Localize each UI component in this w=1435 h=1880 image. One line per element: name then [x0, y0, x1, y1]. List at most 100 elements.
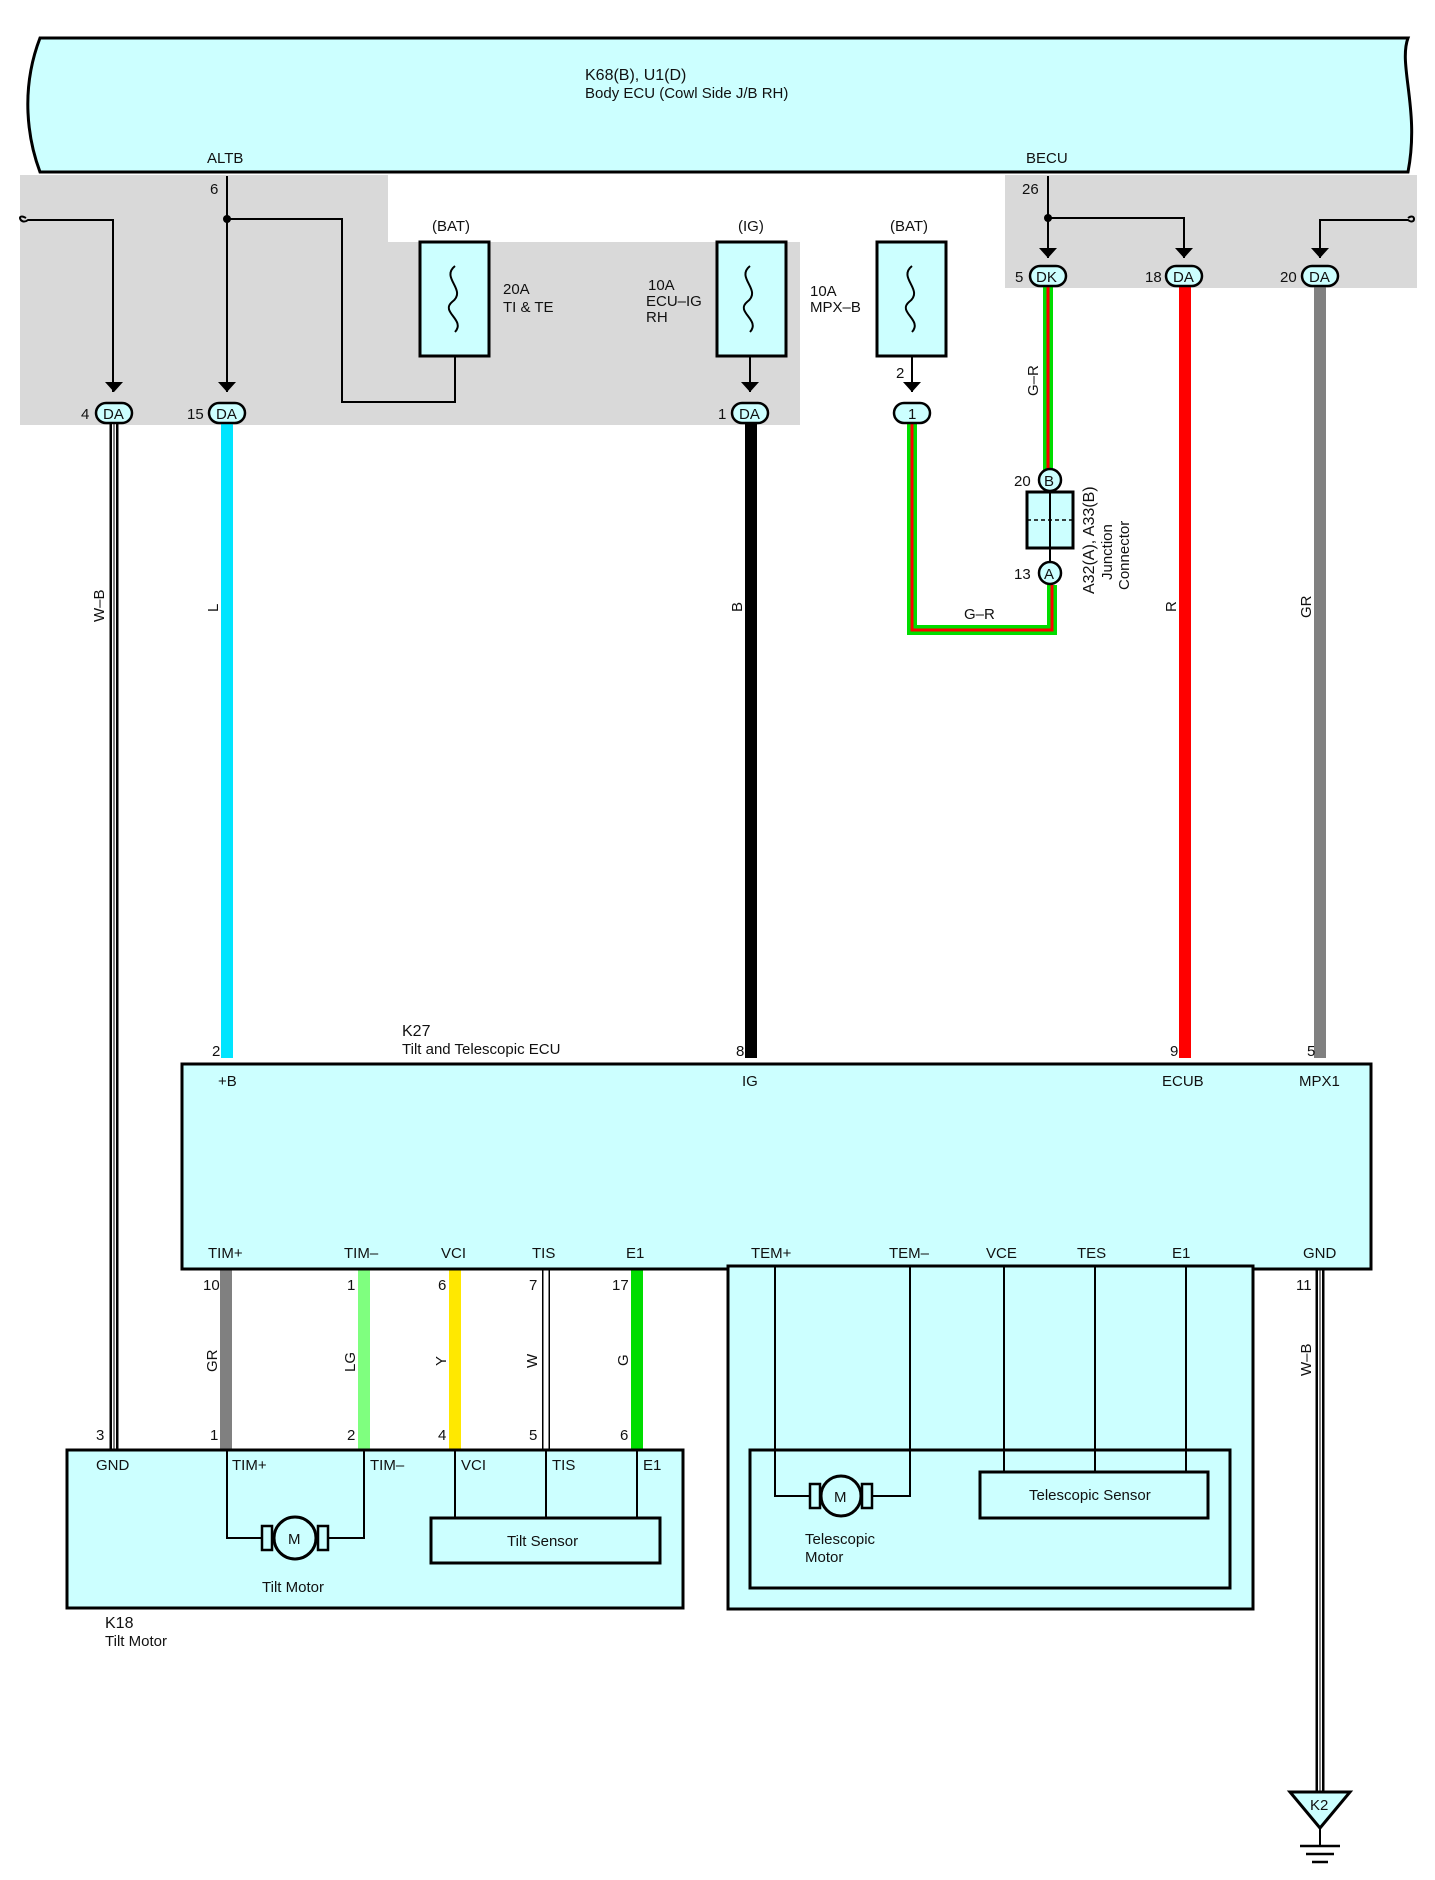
svg-text:1: 1 — [908, 406, 916, 423]
svg-text:M: M — [288, 1531, 301, 1548]
jb-internal-wiring — [19, 176, 1415, 403]
fuse-ecu-ig-name1: ECU–IG — [646, 293, 702, 310]
svg-text:TEM–: TEM– — [889, 1245, 930, 1262]
svg-text:IG: IG — [742, 1073, 758, 1090]
svg-text:13: 13 — [1014, 566, 1031, 583]
connectors: DA 4 DA 15 DA 1 1 DK 5 — [81, 248, 1340, 425]
svg-text:TIM+: TIM+ — [232, 1457, 267, 1474]
svg-text:4: 4 — [438, 1427, 446, 1444]
label-gr-bottom: G–R — [964, 606, 995, 623]
svg-text:8: 8 — [736, 1043, 744, 1060]
svg-text:TIS: TIS — [532, 1245, 555, 1262]
svg-text:6: 6 — [620, 1427, 628, 1444]
label-b: B — [729, 602, 746, 612]
connector-dk-5: DK 5 — [1015, 248, 1068, 288]
tilt-motor-inner-label: Tilt Motor — [262, 1579, 324, 1596]
svg-text:+B: +B — [218, 1073, 237, 1090]
body-ecu-code: K68(B), U1(D) — [585, 67, 686, 84]
tilt-motor-unit: 3 1 2 4 5 6 GND TIM+ TIM– VCI TIS E1 M T… — [65, 1427, 685, 1650]
fuse-mpx-b-header: (BAT) — [890, 218, 928, 235]
junction-name2: Connector — [1116, 521, 1133, 590]
label-y: Y — [433, 1356, 450, 1366]
telescopic-motor-icon: M — [808, 1474, 874, 1518]
svg-text:5: 5 — [1015, 269, 1023, 286]
connector-da-15: DA 15 — [187, 382, 247, 425]
svg-text:15: 15 — [187, 406, 204, 423]
label-g: G — [615, 1354, 632, 1366]
svg-text:M: M — [834, 1489, 847, 1506]
wire-color-labels: W–B L B G–R G–R R GR GR LG Y W G W–B — [91, 365, 1315, 1376]
ground-label: K2 — [1310, 1797, 1328, 1814]
svg-text:GND: GND — [96, 1457, 130, 1474]
telescopic-sensor-label: Telescopic Sensor — [1029, 1487, 1151, 1504]
svg-text:TES: TES — [1077, 1245, 1106, 1262]
tilt-ecu-name: Tilt and Telescopic ECU — [402, 1041, 560, 1058]
svg-text:DA: DA — [739, 406, 760, 423]
svg-text:DA: DA — [216, 406, 237, 423]
svg-text:ECUB: ECUB — [1162, 1073, 1204, 1090]
label-l: L — [205, 604, 222, 612]
svg-text:TIM+: TIM+ — [208, 1245, 243, 1262]
telescopic-motor-label1: Telescopic — [805, 1531, 876, 1548]
telescopic-section: M Telescopic Motor Telescopic Sensor — [726, 1264, 1255, 1611]
telescopic-motor-label2: Motor — [805, 1549, 843, 1566]
svg-text:TIM–: TIM– — [370, 1457, 405, 1474]
label-gr2: GR — [204, 1349, 221, 1372]
tilt-motor-code: K18 — [105, 1615, 134, 1632]
svg-text:TIM–: TIM– — [344, 1245, 379, 1262]
svg-text:5: 5 — [1307, 1043, 1315, 1060]
tilt-telescopic-ecu: K27 Tilt and Telescopic ECU 2 +B 8 IG 9 … — [180, 1023, 1373, 1294]
harness-wires — [109, 286, 1326, 1792]
tilt-ecu-code: K27 — [402, 1023, 431, 1040]
fuse-ecu-ig-header: (IG) — [738, 218, 764, 235]
svg-text:18: 18 — [1145, 269, 1162, 286]
fuse-ti-te-rating: 20A — [503, 281, 530, 298]
tilt-motor-icon: M — [260, 1515, 330, 1561]
svg-text:DA: DA — [1309, 269, 1330, 286]
connector-da-18: DA 18 — [1145, 248, 1204, 288]
body-ecu-name: Body ECU (Cowl Side J/B RH) — [585, 85, 788, 102]
label-gr: GR — [1298, 595, 1315, 618]
svg-text:TEM+: TEM+ — [751, 1245, 792, 1262]
svg-text:1: 1 — [718, 406, 726, 423]
connector-da-20: DA 20 — [1280, 248, 1340, 288]
svg-text:4: 4 — [81, 406, 89, 423]
svg-text:DA: DA — [1173, 269, 1194, 286]
body-ecu-pin-altb: 6 — [210, 181, 218, 198]
svg-text:E1: E1 — [626, 1245, 644, 1262]
label-gr-top: G–R — [1025, 365, 1042, 396]
svg-text:5: 5 — [529, 1427, 537, 1444]
svg-text:DA: DA — [103, 406, 124, 423]
telescopic-sensor — [978, 1470, 1210, 1520]
fuse-mpx-b: (BAT) 10A MPX–B 2 — [810, 218, 948, 382]
fuse-ti-te: (BAT) 20A TI & TE — [418, 218, 554, 358]
tilt-sensor-label: Tilt Sensor — [507, 1533, 578, 1550]
label-r: R — [1163, 601, 1180, 612]
svg-text:A: A — [1044, 566, 1054, 583]
label-wb-left: W–B — [91, 589, 108, 622]
label-wb-right: W–B — [1298, 1343, 1315, 1376]
svg-text:11: 11 — [1296, 1277, 1312, 1294]
svg-text:VCE: VCE — [986, 1245, 1017, 1262]
fuse-mpx-b-pin: 2 — [896, 365, 904, 382]
body-ecu-pin-becu: 26 — [1022, 181, 1039, 198]
svg-text:1: 1 — [210, 1427, 218, 1444]
connector-da-4: DA 4 — [81, 382, 134, 425]
fuse-ecu-ig: (IG) 10A ECU–IG RH — [646, 218, 788, 358]
tilt-motor-name: Tilt Motor — [105, 1633, 167, 1650]
svg-text:1: 1 — [347, 1277, 355, 1294]
svg-text:6: 6 — [438, 1277, 446, 1294]
body-ecu-terminal-altb: ALTB — [207, 150, 243, 167]
svg-text:E1: E1 — [1172, 1245, 1190, 1262]
connector-1: 1 — [892, 382, 932, 425]
junction-name1: Junction — [1099, 524, 1116, 580]
svg-text:3: 3 — [96, 1427, 104, 1444]
svg-text:B: B — [1044, 473, 1054, 490]
label-lg: LG — [342, 1352, 359, 1372]
svg-text:17: 17 — [612, 1277, 629, 1294]
svg-text:VCI: VCI — [441, 1245, 466, 1262]
fuse-ti-te-header: (BAT) — [432, 218, 470, 235]
fuse-ecu-ig-name2: RH — [646, 309, 668, 326]
svg-text:2: 2 — [212, 1043, 220, 1060]
